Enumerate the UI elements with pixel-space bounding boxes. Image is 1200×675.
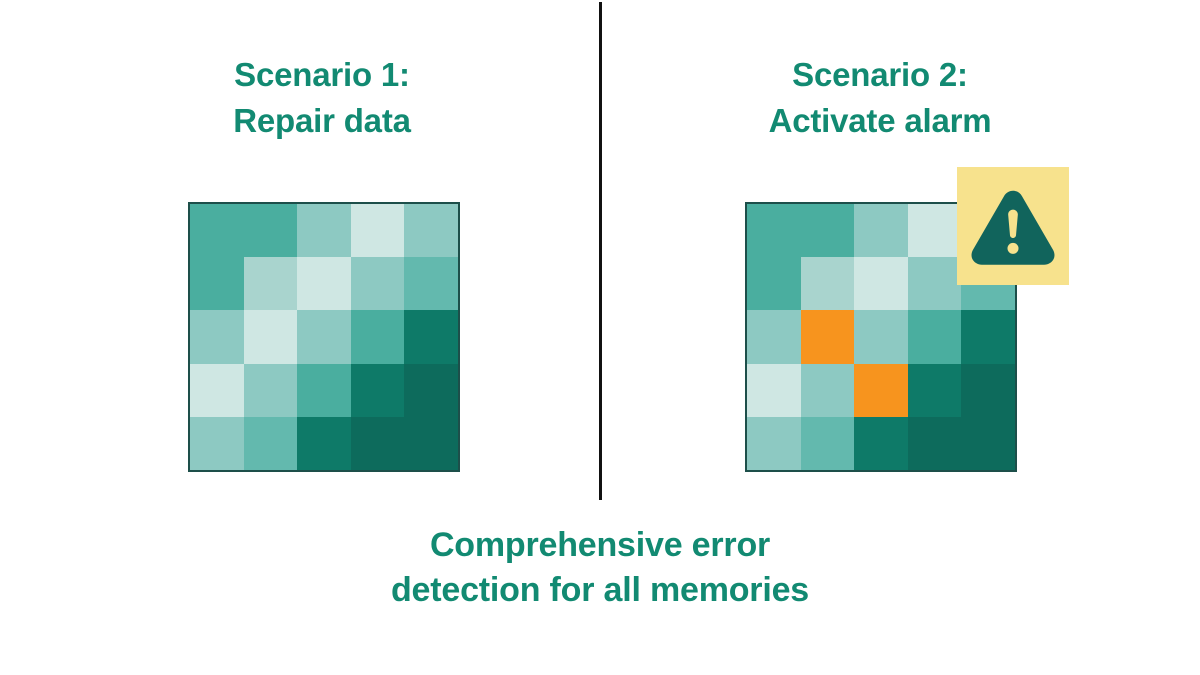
memory-cell <box>190 204 244 258</box>
memory-cell <box>190 363 244 417</box>
scenario-2-heading: Scenario 2: Activate alarm <box>768 56 992 139</box>
memory-cell <box>854 204 908 258</box>
memory-cell <box>350 416 405 470</box>
memory-cell <box>190 310 244 364</box>
memory-cell <box>243 204 298 258</box>
memory-cell <box>747 416 801 470</box>
memory-cell <box>961 310 1015 364</box>
scenario-1-heading: Scenario 1: Repair data <box>233 56 411 139</box>
memory-cell <box>297 363 351 417</box>
panel-divider <box>599 2 602 500</box>
memory-cell <box>190 416 244 470</box>
memory-cell <box>747 363 801 417</box>
memory-cell <box>243 257 298 311</box>
memory-cell <box>907 204 962 258</box>
warning-badge <box>957 167 1069 285</box>
memory-cell <box>907 363 962 417</box>
memory-cell <box>404 204 458 258</box>
memory-cell <box>243 363 298 417</box>
memory-cell <box>350 310 405 364</box>
memory-cell <box>800 363 855 417</box>
memory-cell <box>961 363 1015 417</box>
memory-grid-scenario-1 <box>188 202 460 472</box>
memory-cell <box>243 310 298 364</box>
memory-cell <box>297 310 351 364</box>
memory-cell <box>854 310 908 364</box>
warning-triangle-icon <box>971 190 1055 265</box>
memory-cell <box>404 257 458 311</box>
memory-cell <box>907 310 962 364</box>
memory-cell <box>404 363 458 417</box>
memory-cell <box>350 363 405 417</box>
memory-cell <box>243 416 298 470</box>
memory-cell <box>800 204 855 258</box>
memory-cell <box>404 310 458 364</box>
memory-cell <box>961 416 1015 470</box>
memory-cell <box>747 204 801 258</box>
memory-cell <box>297 257 351 311</box>
memory-cell <box>907 416 962 470</box>
memory-cell-error <box>854 363 908 417</box>
memory-cell <box>747 257 801 311</box>
memory-cell <box>907 257 962 311</box>
memory-cell <box>190 257 244 311</box>
memory-cell <box>404 416 458 470</box>
memory-cell <box>297 204 351 258</box>
memory-cell <box>800 416 855 470</box>
memory-cell <box>854 416 908 470</box>
memory-cell <box>854 257 908 311</box>
memory-cell <box>350 204 405 258</box>
memory-cell <box>747 310 801 364</box>
summary-caption: Comprehensive error detection for all me… <box>390 526 810 610</box>
memory-cell <box>800 257 855 311</box>
memory-cell <box>297 416 351 470</box>
memory-cell <box>350 257 405 311</box>
memory-cell-error <box>800 310 855 364</box>
